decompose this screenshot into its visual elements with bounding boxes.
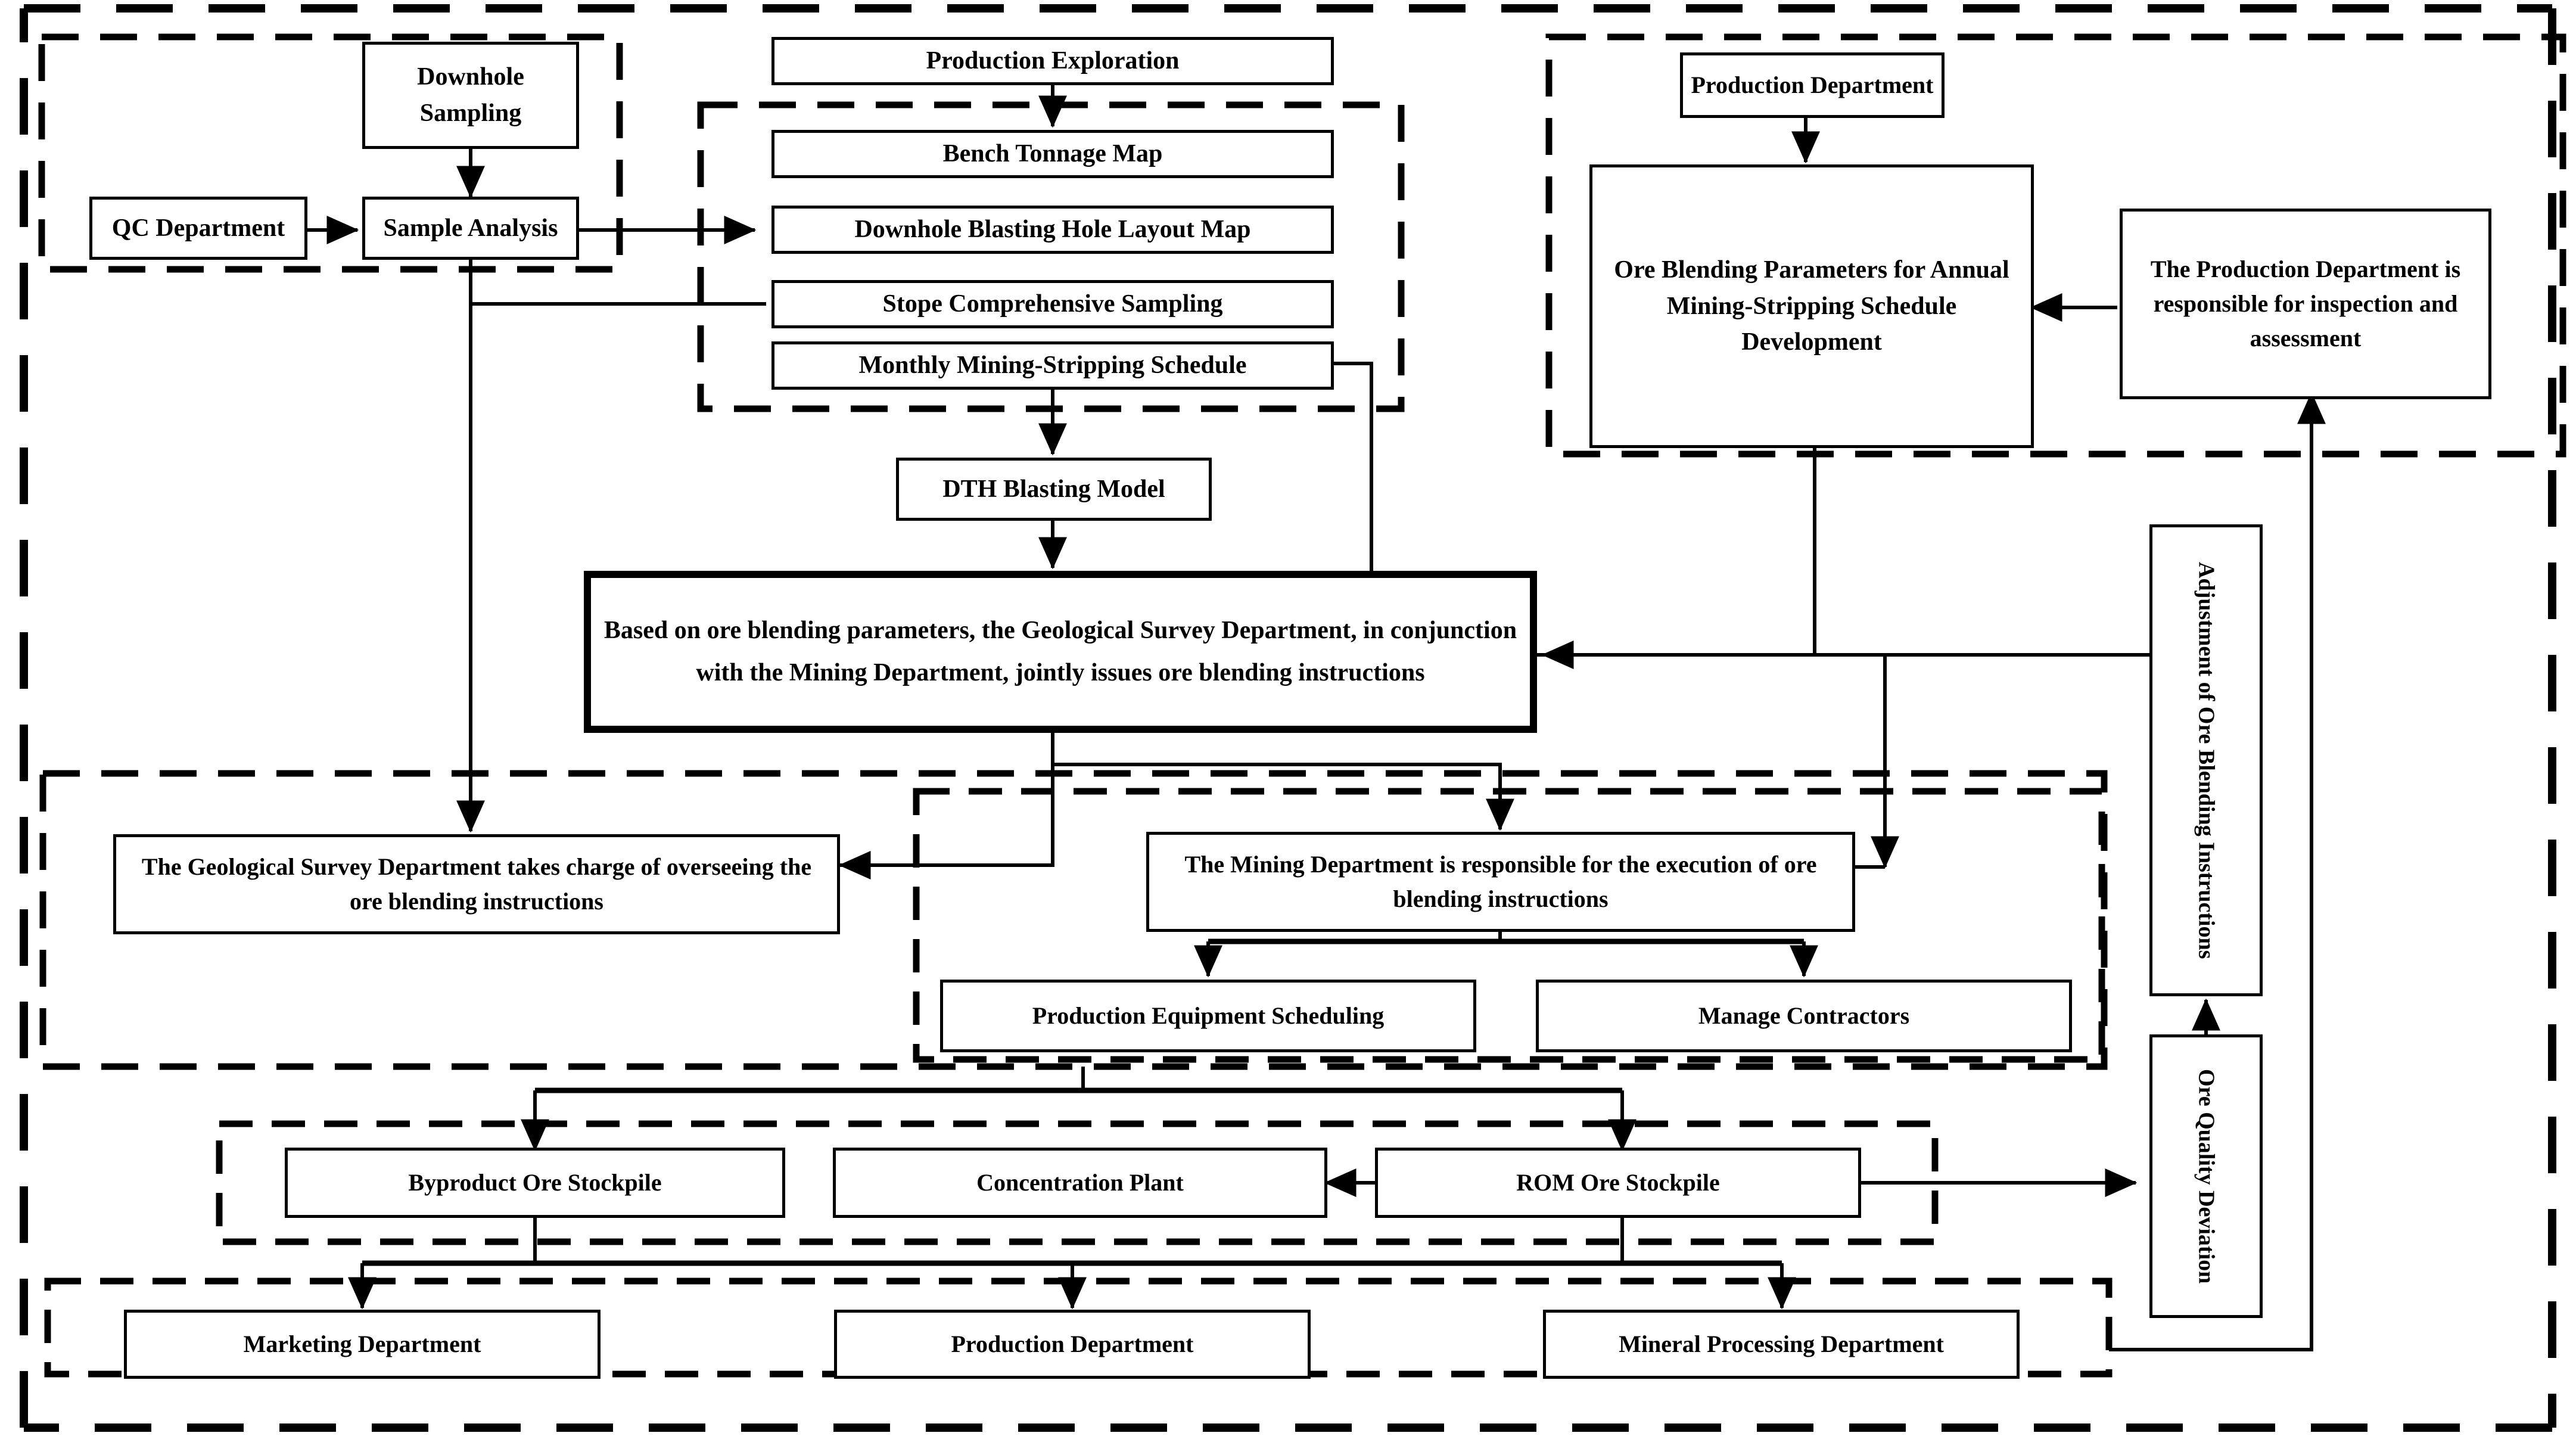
node-concentration-plant[interactable]: Concentration Plant: [833, 1148, 1327, 1218]
execution-group-border: [39, 770, 2108, 1070]
edge-sample-to-stope: [469, 260, 766, 306]
node-production-department-inspection[interactable]: The Production Department is responsible…: [2120, 209, 2491, 399]
node-bench-tonnage-map[interactable]: Bench Tonnage Map: [771, 130, 1334, 178]
node-ore-quality-deviation[interactable]: Ore Quality Deviation: [2149, 1034, 2263, 1318]
node-byproduct-ore-stockpile[interactable]: Byproduct Ore Stockpile: [285, 1148, 785, 1218]
node-geological-survey-oversight[interactable]: The Geological Survey Department takes c…: [113, 834, 840, 934]
mining-department-group-border: [913, 788, 2105, 1063]
node-stope-comprehensive-sampling[interactable]: Stope Comprehensive Sampling: [771, 280, 1334, 328]
node-production-department-top[interactable]: Production Department: [1680, 52, 1945, 118]
edge-instruction-to-mining: [1053, 763, 1514, 831]
node-qc-department[interactable]: QC Department: [89, 197, 307, 260]
outer-boundary: [20, 4, 2556, 1432]
node-marketing-department[interactable]: Marketing Department: [124, 1310, 601, 1379]
node-mineral-processing-department[interactable]: Mineral Processing Department: [1543, 1310, 2020, 1379]
edge-instruction-to-geosurvey: [838, 732, 1054, 879]
node-rom-ore-stockpile[interactable]: ROM Ore Stockpile: [1375, 1148, 1861, 1218]
production-planning-group-border: [1545, 33, 2566, 458]
node-monthly-mining-stripping-schedule[interactable]: Monthly Mining-Stripping Schedule: [771, 341, 1334, 390]
node-downhole-sampling[interactable]: Downhole Sampling: [362, 42, 579, 149]
node-ore-blending-instruction[interactable]: Based on ore blending parameters, the Ge…: [584, 571, 1537, 733]
stockpile-group-border: [216, 1120, 1939, 1245]
node-production-department-bottom[interactable]: Production Department: [834, 1310, 1311, 1379]
node-mining-department-execution[interactable]: The Mining Department is responsible for…: [1146, 832, 1855, 932]
node-downhole-blasting-hole-layout-map[interactable]: Downhole Blasting Hole Layout Map: [771, 206, 1334, 254]
node-ore-blending-parameters[interactable]: Ore Blending Parameters for Annual Minin…: [1589, 164, 2034, 448]
node-sample-analysis[interactable]: Sample Analysis: [362, 197, 579, 260]
node-adjustment-of-ore-blending-instructions[interactable]: Adjustment of Ore Blending Instructions: [2149, 524, 2263, 996]
departments-group-border: [44, 1278, 2113, 1378]
node-production-equipment-scheduling[interactable]: Production Equipment Scheduling: [940, 980, 1476, 1052]
node-dth-blasting-model[interactable]: DTH Blasting Model: [896, 458, 1212, 521]
node-production-exploration[interactable]: Production Exploration: [771, 37, 1334, 85]
node-manage-contractors[interactable]: Manage Contractors: [1536, 980, 2072, 1052]
